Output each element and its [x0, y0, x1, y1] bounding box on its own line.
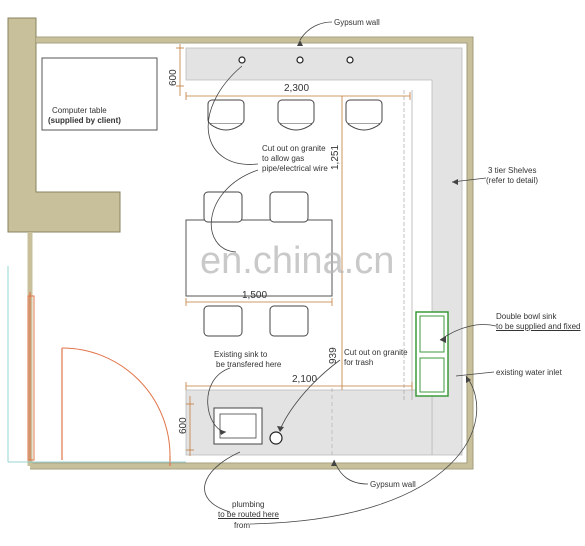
gas-hole-2	[296, 56, 304, 64]
gas-hole-1	[238, 56, 246, 64]
chair-table-2	[269, 191, 309, 223]
gas-hole-3	[346, 56, 354, 64]
outer-wall	[30, 37, 473, 469]
dimension-bottom-depth: 600	[178, 417, 189, 434]
watermark: en.china.cn	[200, 240, 395, 282]
double-bowl-sink	[415, 311, 449, 397]
dining-table	[185, 219, 333, 297]
door	[27, 292, 171, 466]
label-existing-sink-2: be transfered here	[216, 360, 282, 369]
existing-sink	[213, 407, 263, 445]
chair-top-1	[207, 99, 245, 131]
dimension-top-depth: 600	[168, 69, 179, 86]
left-wall-block	[7, 17, 121, 233]
dimension-top-width: 2,300	[284, 83, 310, 94]
label-double-sink-1: Double bowl sink	[496, 312, 557, 321]
label-shelves-2: (refer to detail)	[486, 176, 539, 185]
label-from: from	[234, 521, 250, 530]
computer-table	[41, 57, 158, 131]
dimension-lower-right: 939	[328, 347, 339, 364]
label-shelves-1: 3 tier Shelves	[488, 166, 537, 175]
label-computer-table-note: (supplied by client)	[48, 116, 121, 125]
label-cutout-gas-1: Cut out on granite	[262, 144, 326, 153]
dimension-right-depth: 1,251	[330, 144, 341, 170]
chair-table-3	[203, 305, 243, 337]
label-plumbing-1: plumbing	[232, 500, 265, 509]
label-computer-table: Computer table	[52, 106, 107, 115]
chair-top-3	[345, 99, 383, 131]
chair-top-2	[277, 99, 315, 131]
trash-cutout	[269, 431, 283, 445]
chair-table-1	[203, 191, 243, 223]
label-plumbing-2: to be routed here	[218, 510, 279, 519]
label-water-inlet: existing water inlet	[496, 368, 562, 377]
label-existing-sink-1: Existing sink to	[214, 350, 268, 359]
dimension-bottom-width: 2,100	[292, 374, 318, 385]
label-gypsum-wall-top: Gypsum wall	[334, 18, 380, 27]
label-gypsum-wall-bottom: Gypsum wall	[370, 480, 416, 489]
label-cutout-gas-3: pipe/electrical wire	[262, 164, 328, 173]
leader-lines	[204, 21, 497, 525]
label-cutout-gas-2: to allow gas	[262, 154, 305, 163]
label-double-sink-2: to be supplied and fixed	[496, 322, 581, 331]
dimension-lines	[176, 44, 413, 456]
label-cutout-trash-2: for trash	[344, 358, 374, 367]
arrow-heads	[219, 40, 471, 466]
dimension-table-width: 1,500	[242, 290, 268, 301]
chair-table-4	[269, 305, 309, 337]
label-cutout-trash-1: Cut out on granite	[344, 348, 408, 357]
